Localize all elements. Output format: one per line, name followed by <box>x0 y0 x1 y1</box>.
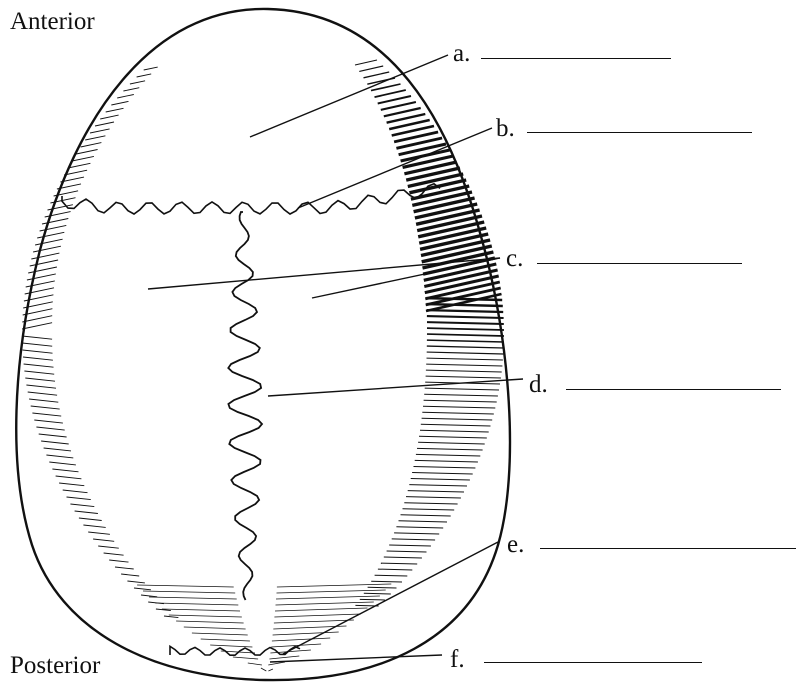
answer-blank-d[interactable] <box>566 389 781 390</box>
answer-blank-b[interactable] <box>527 132 752 133</box>
label-b: b. <box>496 116 515 141</box>
label-f: f. <box>450 647 465 672</box>
label-d: d. <box>529 372 548 397</box>
anterior-label: Anterior <box>10 9 95 34</box>
answer-blank-a[interactable] <box>481 58 671 59</box>
skull-outline <box>16 9 510 680</box>
label-e: e. <box>507 532 524 557</box>
answer-blank-c[interactable] <box>537 263 742 264</box>
answer-blank-f[interactable] <box>484 662 702 663</box>
label-a: a. <box>453 41 470 66</box>
answer-blank-e[interactable] <box>540 548 796 549</box>
posterior-label: Posterior <box>10 653 100 678</box>
label-c: c. <box>506 246 523 271</box>
